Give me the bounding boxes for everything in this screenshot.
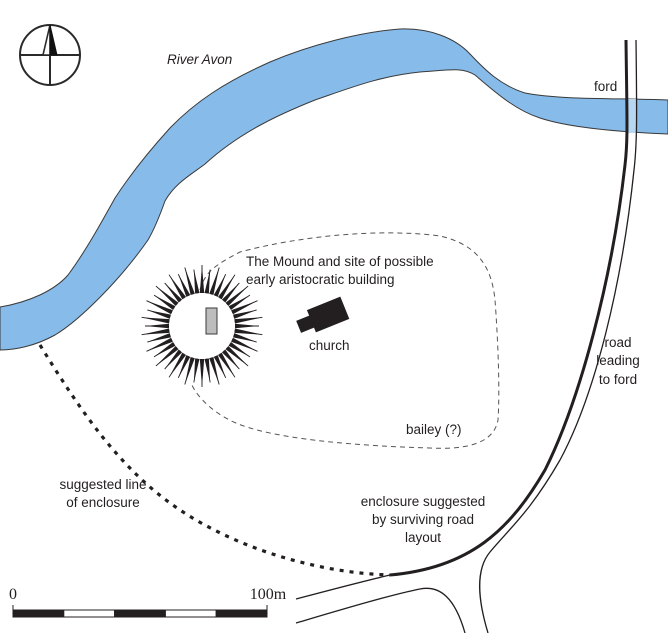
label-road-line3: to ford bbox=[599, 372, 637, 387]
mound-hachure-line bbox=[231, 300, 258, 313]
label-enclosure-line2: by surviving road bbox=[372, 512, 474, 527]
scale-bar-segment bbox=[63, 609, 116, 618]
mound-hachure bbox=[234, 328, 263, 335]
north-arrow-compass-icon bbox=[19, 24, 81, 86]
mound-hachure bbox=[233, 333, 257, 343]
mound-hachure-line bbox=[141, 316, 170, 322]
ford-crossing bbox=[626, 99, 636, 133]
mound-hachure bbox=[234, 317, 263, 324]
scale-bar bbox=[12, 605, 268, 618]
mound-hachure bbox=[233, 309, 257, 319]
mound-hachure-line bbox=[146, 300, 173, 313]
mound-hachure bbox=[147, 333, 171, 343]
label-mound-line2: early aristocratic building bbox=[246, 272, 395, 287]
mound-hachure-line bbox=[231, 339, 258, 352]
mound-hachure-line bbox=[141, 330, 170, 336]
scale-bar-segment bbox=[164, 609, 217, 618]
mound-hachure-line bbox=[215, 355, 227, 379]
mound-hachure-line bbox=[184, 267, 194, 295]
mound-hachure-line bbox=[234, 316, 263, 322]
label-enclosure-line1: enclosure suggested bbox=[361, 494, 486, 509]
road-lower-left-lower bbox=[295, 587, 466, 633]
mound-hachure bbox=[184, 357, 195, 385]
mound-hachure-line bbox=[164, 282, 181, 302]
scale-bar-segment bbox=[114, 609, 166, 618]
aristocratic-building bbox=[205, 307, 218, 335]
mound-hachure bbox=[141, 317, 170, 324]
mound-hachure bbox=[147, 309, 171, 319]
mound-hachure-line bbox=[193, 269, 198, 294]
mound-hachure-line bbox=[164, 350, 181, 370]
mound-hachure-line bbox=[193, 358, 198, 383]
mound-hachure-line bbox=[155, 347, 178, 367]
label-road-line2: leading bbox=[596, 353, 640, 368]
mound-hachure-line bbox=[177, 355, 189, 379]
mound-hachure-line bbox=[226, 285, 249, 305]
mound-hachure-line bbox=[226, 347, 249, 367]
mound-hachure-line bbox=[229, 294, 251, 309]
road-edge-outer bbox=[478, 39, 638, 633]
label-bailey: bailey (?) bbox=[406, 422, 462, 437]
mound-hachure-line bbox=[206, 358, 211, 383]
label-river-avon: River Avon bbox=[167, 52, 232, 67]
scale-label-start: 0 bbox=[9, 586, 17, 603]
mound-hachure-line bbox=[229, 343, 251, 358]
bailey-outline bbox=[191, 232, 500, 449]
mound-hachure bbox=[204, 358, 211, 383]
scale-bar-segment bbox=[215, 609, 268, 618]
suggested-enclosure-line bbox=[38, 344, 391, 577]
mound-hachure bbox=[209, 357, 220, 385]
mound-hachure-line bbox=[210, 357, 220, 385]
road-edge-inner bbox=[389, 39, 629, 577]
mound-hachure-line bbox=[206, 269, 211, 294]
label-church: church bbox=[309, 338, 350, 353]
mound-hachure-line bbox=[153, 343, 175, 358]
label-enclosure-line3: layout bbox=[405, 530, 441, 545]
church-building bbox=[296, 296, 350, 333]
mound-hachure-line bbox=[223, 350, 240, 370]
mound-hachure-line bbox=[234, 330, 263, 336]
mound-hachure-line bbox=[168, 353, 185, 378]
mound-hachure bbox=[204, 269, 211, 294]
mound-hachure-line bbox=[233, 334, 257, 343]
mound-hachure-line bbox=[177, 273, 189, 297]
mound-hachure-line bbox=[223, 282, 240, 302]
road-lower-left-upper bbox=[295, 574, 391, 600]
label-suggested-line2: of enclosure bbox=[66, 495, 140, 510]
mound-hachure-line bbox=[233, 309, 257, 318]
scale-label-end: 100m bbox=[250, 586, 287, 603]
mound-hachure-line bbox=[184, 357, 194, 385]
mound-hachure-line bbox=[146, 339, 173, 352]
the-mound bbox=[141, 265, 263, 387]
mound-hachure bbox=[193, 358, 200, 383]
mound-hachure-line bbox=[155, 285, 178, 305]
mound-hachure-line bbox=[210, 267, 220, 295]
label-road-line1: road bbox=[604, 335, 631, 350]
mound-hachure-line bbox=[153, 294, 175, 309]
label-mound-line1: The Mound and site of possible bbox=[246, 254, 434, 269]
label-ford: ford bbox=[594, 79, 617, 94]
scale-bar-segment bbox=[12, 609, 65, 618]
mound-hachure bbox=[193, 269, 200, 294]
mound-hachure-line bbox=[147, 334, 171, 343]
label-suggested-line1: suggested line bbox=[59, 477, 146, 492]
mound-hachure bbox=[209, 267, 220, 295]
mound-hachure-line bbox=[168, 274, 185, 299]
mound-hachure-line bbox=[219, 274, 236, 299]
river-avon bbox=[0, 28, 668, 351]
mound-hachure bbox=[184, 267, 195, 295]
mound-hachure bbox=[141, 328, 170, 335]
mound-hachure-line bbox=[147, 309, 171, 318]
mound-hachure-line bbox=[215, 273, 227, 297]
mound-hachure-line bbox=[219, 353, 236, 378]
